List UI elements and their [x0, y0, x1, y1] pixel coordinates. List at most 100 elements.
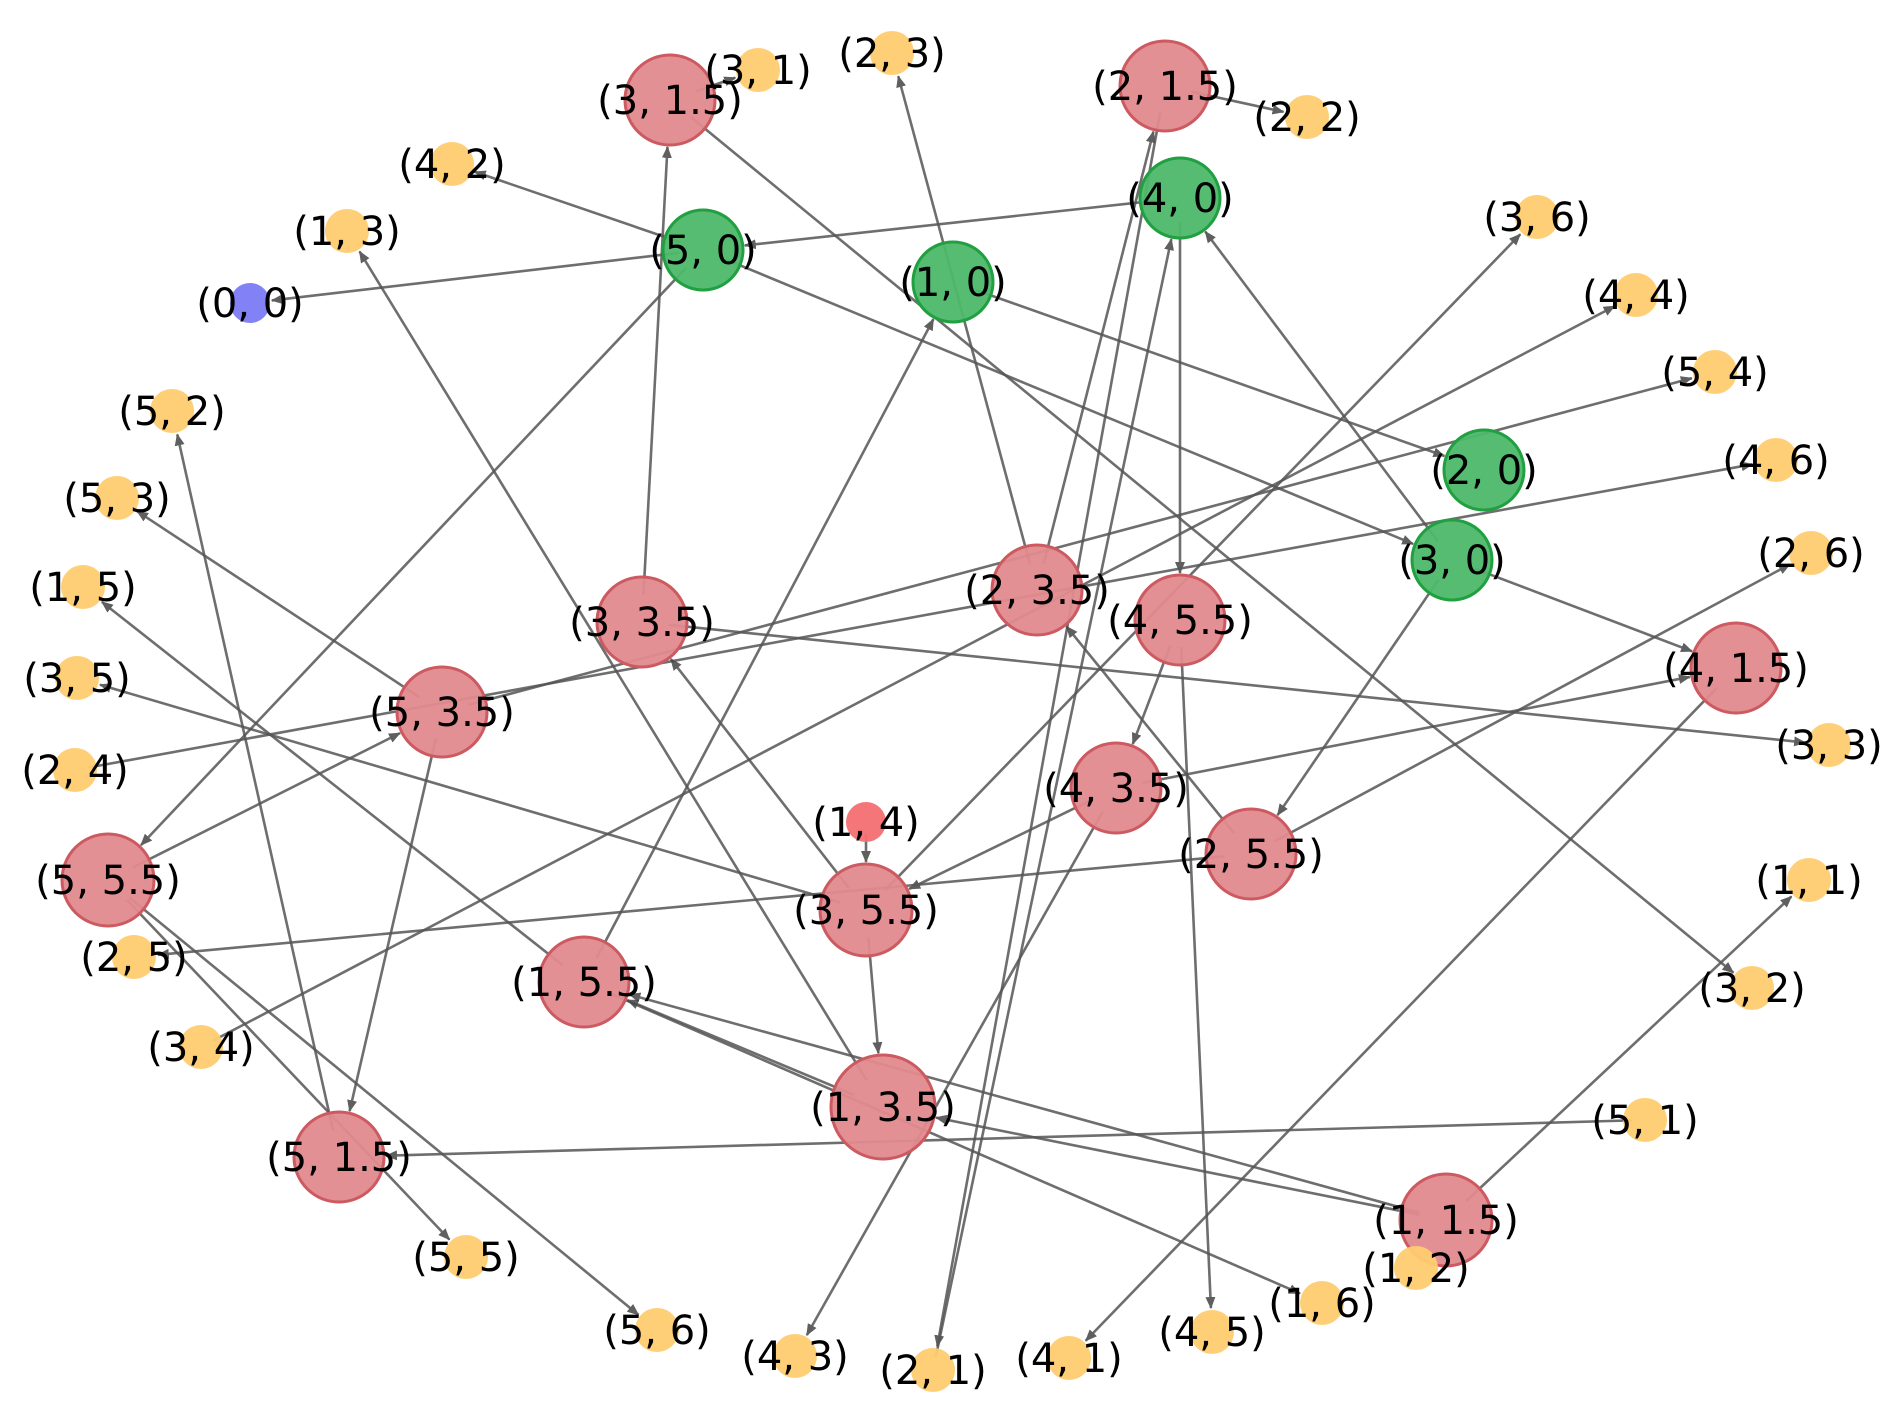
node-circle: [1398, 1172, 1494, 1268]
node-4-3p5: (4, 3.5): [1043, 741, 1189, 835]
node-circle: [1133, 573, 1227, 667]
node-circle: [1138, 156, 1222, 240]
node-layer: (0, 0)(1, 4)(5, 0)(4, 0)(1, 0)(2, 0)(3, …: [21, 31, 1883, 1394]
edge-1-1p5-to-1-1: [1465, 895, 1793, 1203]
node-label: (3, 3): [1775, 723, 1883, 769]
node-5-2: (5, 2): [118, 389, 226, 435]
node-circle: [1515, 195, 1559, 239]
node-circle: [430, 142, 474, 186]
edge-2-1p5-to-2-1: [934, 112, 1162, 1348]
node-label: (4, 1): [1015, 1336, 1123, 1382]
node-3-1p5: (3, 1.5): [597, 53, 743, 147]
edge-4-5p5-to-4-5: [1179, 646, 1216, 1310]
edge-1-0-to-2-0: [975, 288, 1446, 458]
node-label: (1, 3): [293, 209, 401, 255]
node-2-3p5: (2, 3.5): [964, 543, 1110, 637]
node-2-1: (2, 1): [879, 1348, 987, 1394]
node-circle: [911, 1348, 955, 1392]
node-label: (2, 0): [1430, 448, 1538, 494]
edge-3-5p5-to-3-5: [99, 683, 840, 904]
node-5-1p5: (5, 1.5): [266, 1110, 412, 1204]
node-label: (1, 5): [29, 565, 137, 611]
edge-3-5p5-to-3-3p5: [669, 658, 851, 890]
node-2-1p5: (2, 1.5): [1092, 39, 1238, 133]
node-circle: [635, 1308, 679, 1352]
edge-2-4-to-4-6: [87, 461, 1754, 769]
edge-5-0-to-4-2: [473, 170, 681, 244]
node-label: (1, 2): [1362, 1246, 1470, 1292]
node-label: (2, 3): [838, 31, 946, 77]
node-5-1: (5, 1): [1591, 1098, 1699, 1144]
node-circle: [55, 656, 99, 700]
node-label: (1, 5.5): [511, 960, 657, 1006]
node-5-5p5: (5, 5.5): [35, 832, 181, 928]
node-label: (4, 6): [1722, 438, 1830, 484]
node-1-1p5: (1, 1.5): [1373, 1172, 1519, 1268]
node-label: (5, 3.5): [369, 690, 515, 736]
node-1-0: (1, 0): [899, 240, 1007, 324]
edge-5-0-to-0-0: [270, 251, 680, 305]
node-circle: [1118, 39, 1212, 133]
node-label: (5, 3): [63, 476, 171, 522]
node-label: (5, 2): [118, 389, 226, 435]
edge-5-1-to-5-1p5: [384, 1119, 1632, 1161]
edge-1-5p5-to-1-5: [101, 600, 564, 967]
edge-2-5p5-to-2-5: [156, 855, 1225, 959]
node-circle: [179, 1025, 223, 1069]
node-3-3p5: (3, 3.5): [569, 575, 715, 669]
edge-1-5p5-to-1-0: [595, 318, 935, 959]
edge-1-3p5-to-1-3: [358, 250, 868, 1082]
node-label: (3, 6): [1483, 195, 1591, 241]
node-label: (5, 1.5): [266, 1135, 412, 1181]
node-label: (2, 4): [21, 748, 129, 794]
node-4-4: (4, 4): [1582, 273, 1690, 319]
edge-layer: [87, 75, 1807, 1358]
node-label: (3, 5.5): [793, 888, 939, 934]
edge-2-1-to-4-0: [934, 238, 1174, 1358]
node-3-5p5: (3, 5.5): [793, 862, 939, 958]
node-4-1: (4, 1): [1015, 1336, 1123, 1382]
node-label: (5, 6): [603, 1308, 711, 1354]
node-label: (4, 5): [1158, 1310, 1266, 1356]
node-circle: [1614, 273, 1658, 317]
node-circle: [1787, 858, 1831, 902]
node-label: (4, 4): [1582, 273, 1690, 319]
edge-5-0-to-5-5p5: [140, 266, 688, 846]
node-2-2: (2, 2): [1253, 95, 1361, 141]
node-5-6: (5, 6): [603, 1308, 711, 1354]
node-label: (2, 6): [1757, 531, 1865, 577]
node-circle: [595, 575, 689, 669]
node-label: (3, 1): [704, 48, 812, 94]
node-label: (3, 2): [1698, 966, 1806, 1012]
node-label: (1, 1.5): [1373, 1198, 1519, 1244]
node-1-3: (1, 3): [293, 209, 401, 255]
node-circle: [1285, 95, 1329, 139]
edge-4-3p5-to-4-3: [805, 810, 1104, 1336]
node-label: (2, 1): [879, 1348, 987, 1394]
node-2-5p5: (2, 5.5): [1178, 807, 1324, 901]
node-label: (4, 0): [1126, 176, 1234, 222]
edge-3-3p5-to-3-3: [668, 623, 1807, 747]
node-1-2: (1, 2): [1362, 1246, 1470, 1292]
node-circle: [230, 283, 270, 323]
node-label: (1, 0): [899, 260, 1007, 306]
edge-4-1p5-to-4-1: [1084, 686, 1719, 1342]
node-circle: [990, 543, 1084, 637]
node-circle: [870, 31, 914, 75]
node-2-0: (2, 0): [1430, 428, 1538, 512]
edge-5-1p5-to-5-2: [174, 433, 335, 1131]
node-label: (3, 4): [147, 1025, 255, 1071]
edge-2-5p5-to-2-3p5: [1065, 625, 1236, 834]
node-label: (1, 3.5): [810, 1085, 956, 1131]
edge-1-1p5-to-1-5p5: [628, 992, 1420, 1214]
node-circle: [95, 476, 139, 520]
node-4-5: (4, 5): [1158, 1310, 1266, 1356]
node-4-2: (4, 2): [398, 142, 506, 188]
node-label: (1, 6): [1268, 1281, 1376, 1327]
edge-3-5p5-to-3-6: [884, 233, 1522, 892]
node-label: (2, 5): [80, 935, 188, 981]
node-circle: [1754, 438, 1798, 482]
edge-5-3p5-to-5-3: [136, 510, 421, 699]
edge-3-0-to-4-1p5: [1473, 567, 1694, 653]
node-circle: [1410, 518, 1494, 602]
